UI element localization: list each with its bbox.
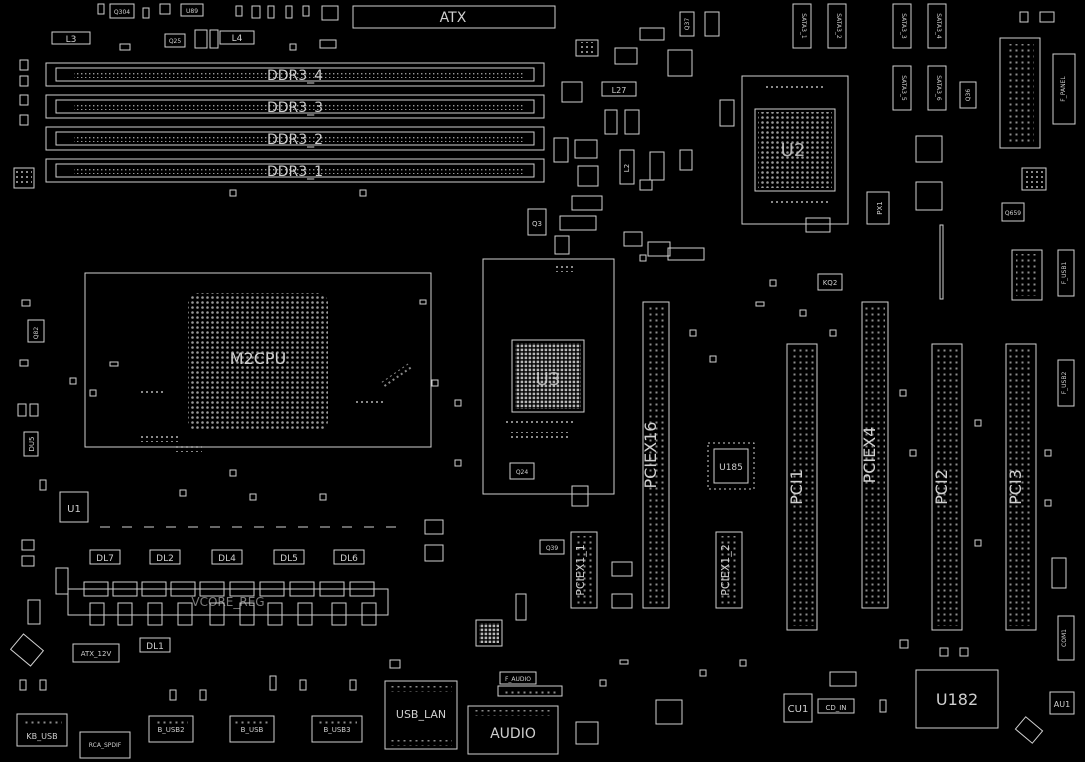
usb-lan-label: USB_LAN (396, 708, 446, 721)
q82-label: Q82 (33, 327, 40, 340)
dimm-slot-3: DDR3_3 (45, 94, 545, 119)
u185-label: U185 (719, 463, 743, 473)
top-left-components: Q304 U89 L3 L4 Q25 (51, 3, 339, 51)
u2-label: U2 (781, 140, 806, 161)
u185-chip: U185 (707, 442, 755, 490)
q304-label: Q304 (114, 9, 130, 16)
dl7-label: DL7 (96, 554, 114, 564)
pciex1-2-slot: PCIEX1_2 (715, 531, 743, 609)
cd-in-label: CD_IN (825, 704, 846, 712)
sata6-label: SATA3_6 (935, 75, 942, 101)
pci2-slot: PCI2 (931, 343, 963, 631)
misc-passives (19, 189, 1052, 713)
pci3-label: PCI3 (1006, 469, 1025, 505)
dimm-slot-4: DDR3_4 (45, 62, 545, 87)
dl5-label: DL5 (280, 554, 298, 564)
ddr3-3-label: DDR3_3 (267, 100, 323, 116)
pciex1-2-label: PCIEX1_2 (719, 544, 732, 596)
u1-label: U1 (67, 504, 81, 515)
right-headers: F_PANEL Q659 F_USB1 F_USB2 COM1 AU1 (999, 11, 1076, 744)
sata2-label: SATA3_2 (835, 13, 842, 39)
dl2-label: DL2 (156, 554, 174, 564)
left-edge-components: Q82 DU5 U1 (9, 59, 89, 667)
pci1-label: PCI1 (787, 469, 806, 505)
atx-label: ATX (440, 10, 467, 26)
du5-label: DU5 (28, 437, 36, 452)
pciex1-1-label: PCIEX1_1 (574, 544, 587, 596)
sata1-label: SATA3_1 (800, 13, 807, 39)
q39-label: Q39 (546, 545, 559, 552)
rca-spdif-label: RCA_SPDIF (89, 742, 122, 749)
pciex16-slot: PCIEX16 (641, 301, 670, 609)
f-usb2-label: F_USB2 (1061, 372, 1068, 395)
q36-label: Q36 (965, 89, 972, 102)
u182-label: U182 (936, 690, 978, 709)
l3-label: L3 (66, 35, 77, 45)
ddr3-4-label: DDR3_4 (267, 68, 323, 84)
sata-connectors: SATA3_1 SATA3_2 SATA3_3 SATA3_4 SATA3_5 … (792, 3, 977, 300)
vrm-area: DL7 DL2 DL4 DL5 DL6 DL1 VCORE_REG (67, 519, 633, 663)
pciex4-label: PCIEX4 (860, 427, 879, 484)
u3-label: U3 (536, 369, 561, 390)
dl4-label: DL4 (218, 554, 236, 564)
pciex4-slot: PCIEX4 (860, 301, 889, 609)
sata5-label: SATA3_5 (900, 75, 907, 101)
pciex16-label: PCIEX16 (641, 422, 660, 489)
ddr3-1-label: DDR3_1 (267, 164, 323, 180)
pci3-slot: PCI3 (1005, 343, 1037, 631)
audio-label: AUDIO (490, 726, 536, 742)
q25-label: Q25 (169, 38, 182, 45)
q3-label: Q3 (532, 220, 542, 228)
kq2-label: KQ2 (823, 279, 838, 287)
px1-label: PX1 (876, 201, 884, 214)
q659-label: Q659 (1005, 210, 1021, 217)
dl6-label: DL6 (340, 554, 358, 564)
q37-label: Q37 (684, 18, 691, 31)
u89-label: U89 (186, 8, 198, 15)
chipset-u3: U3 Q24 (482, 258, 615, 507)
bottom-connectors: KB_USB RCA_SPDIF B_USB2 B_USB B_USB3 USB… (16, 669, 999, 759)
f-audio-label: F_AUDIO (505, 676, 531, 683)
f-panel-label: F_PANEL (1060, 76, 1067, 102)
dimm-slot-1: DDR3_1 (45, 158, 545, 183)
atx-12v-label: ATX_12V (81, 650, 112, 658)
dimm-slot-2: DDR3_2 (45, 126, 545, 151)
cu1-label: CU1 (788, 704, 809, 715)
b-usb3-label: B_USB3 (323, 726, 350, 734)
dl1-label: DL1 (146, 642, 164, 652)
com1-label: COM1 (1061, 629, 1068, 647)
pci1-slot: PCI1 (786, 343, 818, 631)
ddr3-2-label: DDR3_2 (267, 132, 323, 148)
q24-label: Q24 (516, 469, 529, 476)
sata4-label: SATA3_4 (935, 13, 942, 39)
b-usb2-label: B_USB2 (157, 726, 184, 734)
sata3-label: SATA3_3 (900, 13, 907, 39)
atx-connector: ATX (352, 5, 556, 29)
m2cpu-label: M2CPU (230, 349, 287, 368)
l27-label: L27 (612, 86, 627, 95)
au1-label: AU1 (1054, 700, 1070, 709)
l4-label: L4 (232, 34, 243, 44)
mid-top-components: Q3 L2 L27 Q37 (527, 11, 735, 261)
pch-u2: U2 PX1 KQ2 (741, 75, 890, 291)
b-usb-label: B_USB (241, 726, 264, 734)
f-usb1-label: F_USB1 (1061, 262, 1068, 285)
l2-label: L2 (623, 164, 631, 172)
kb-usb-label: KB_USB (26, 732, 57, 741)
pci2-label: PCI2 (932, 469, 951, 505)
pciex1-1-slot: PCIEX1_1 (570, 531, 598, 609)
cpu-socket: M2CPU (84, 272, 432, 452)
